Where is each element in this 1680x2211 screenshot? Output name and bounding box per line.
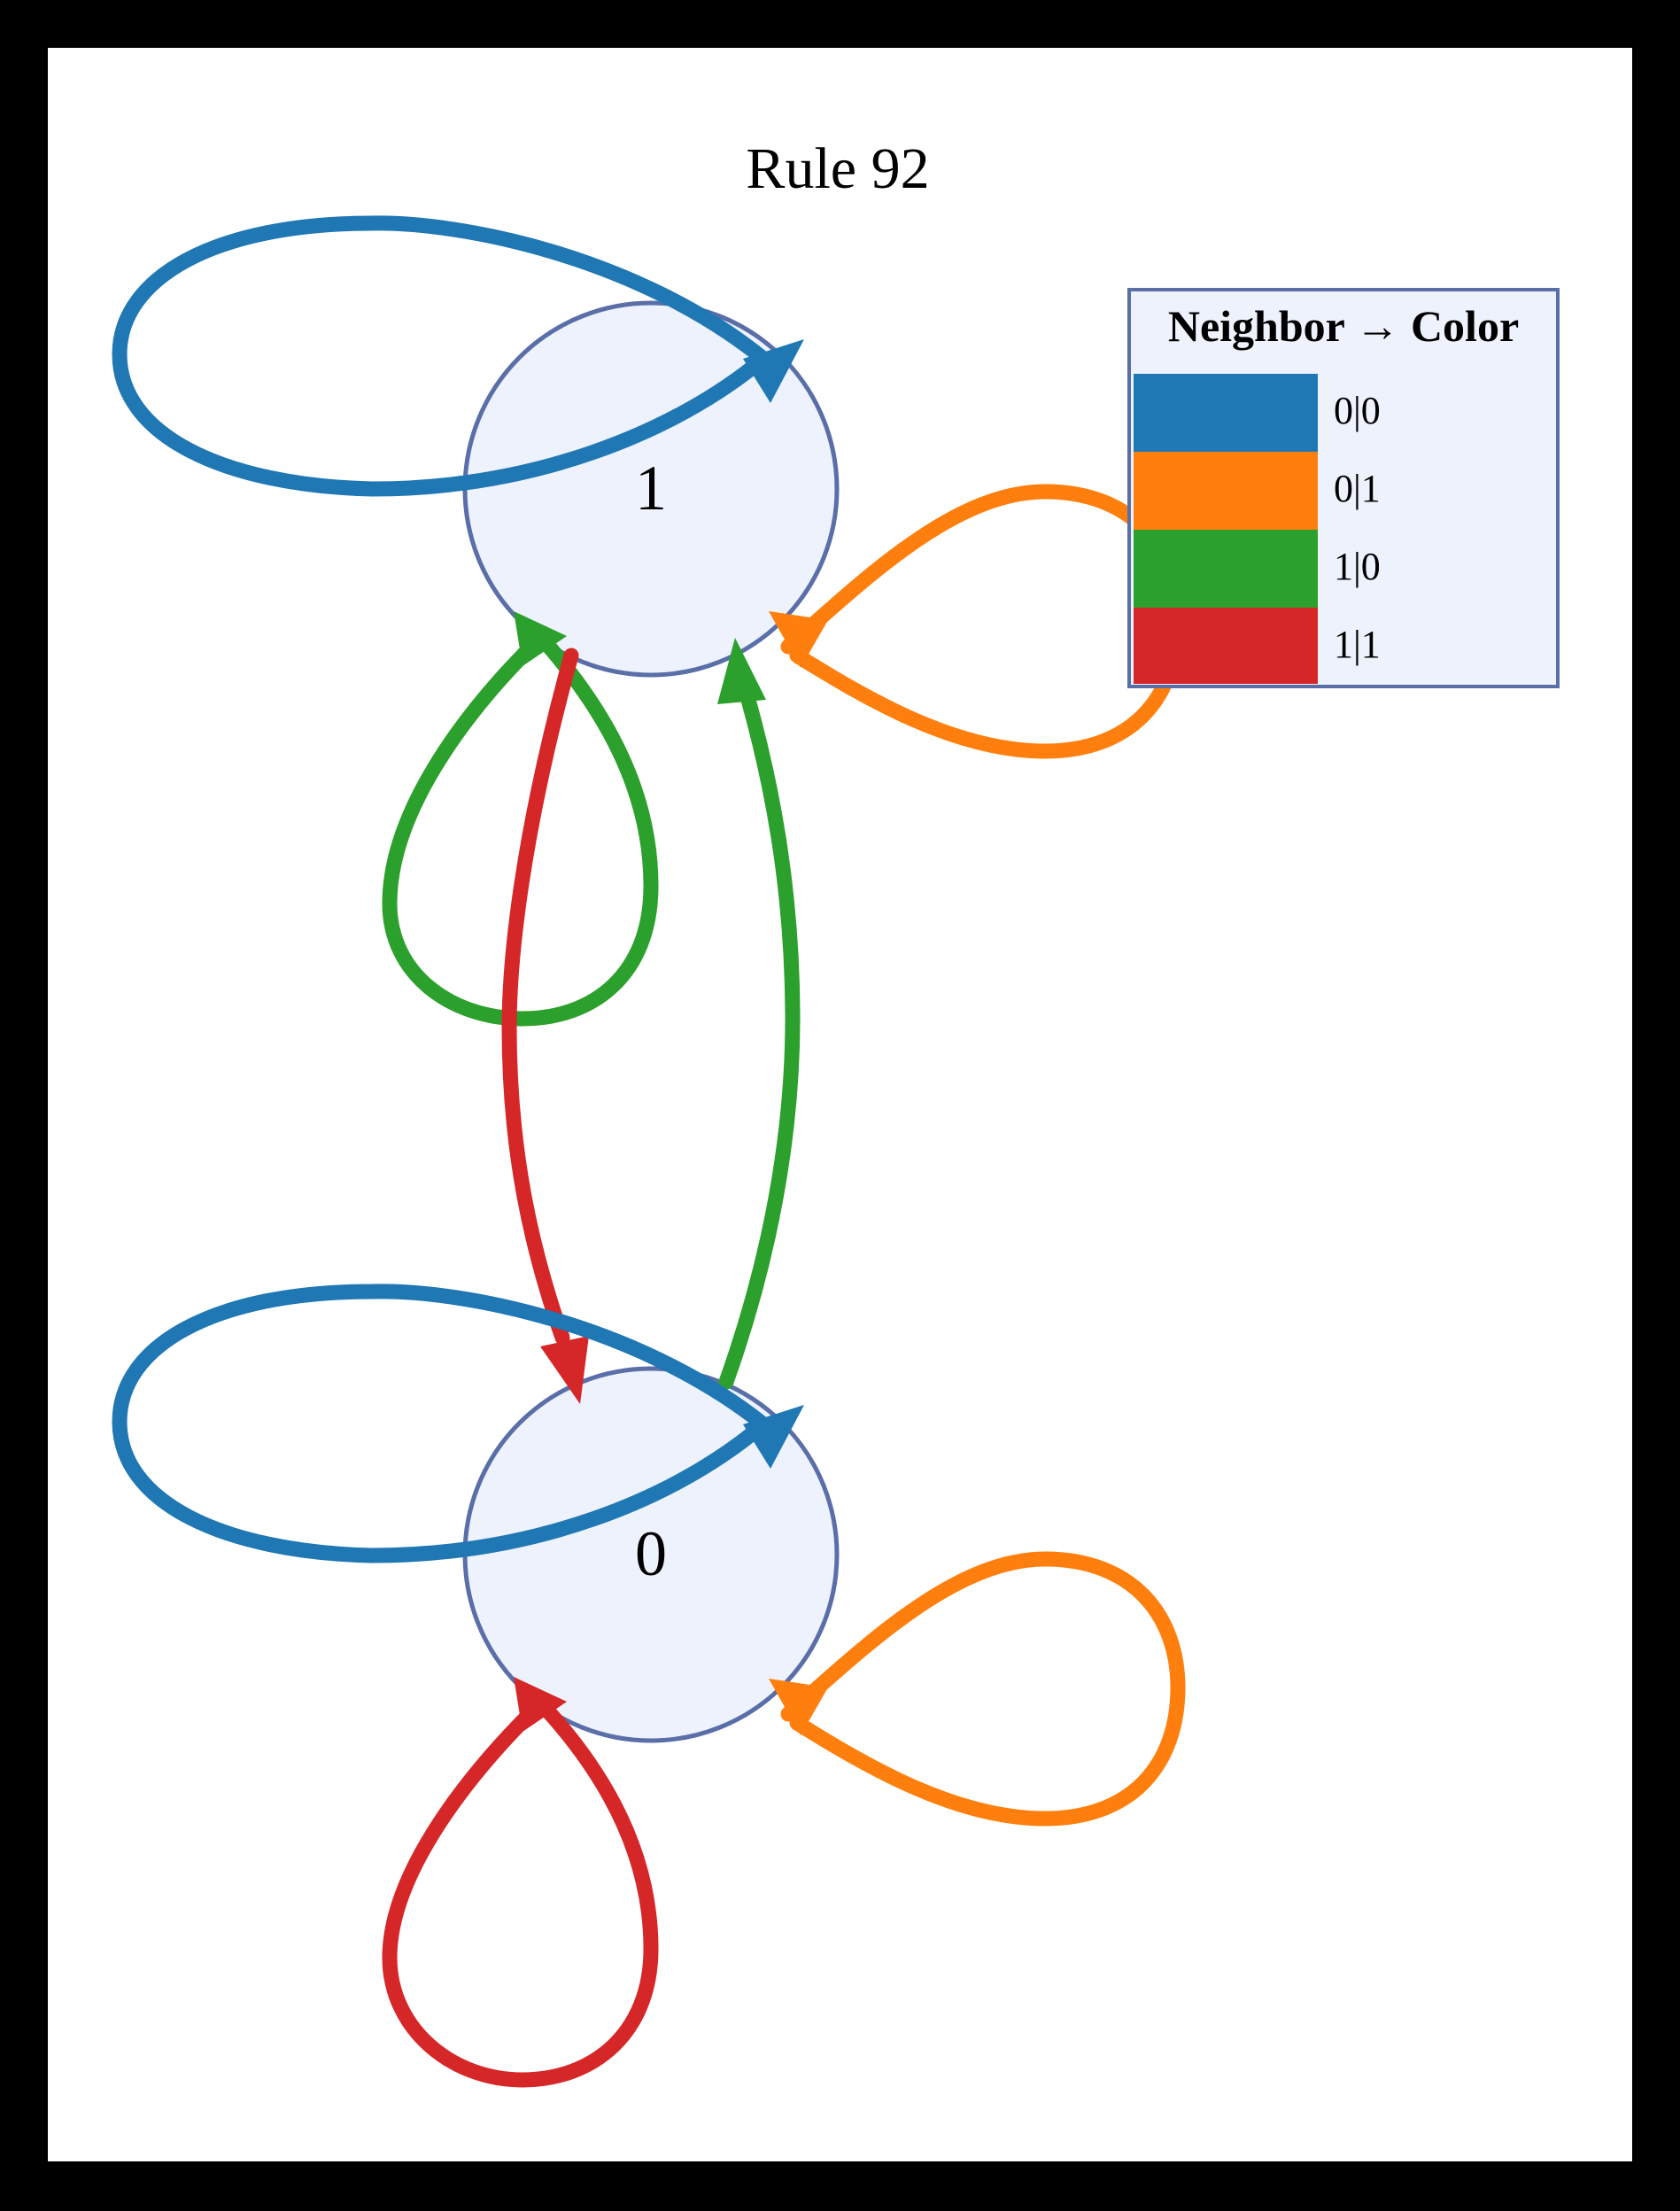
legend-label-1-0: 1|0 — [1334, 545, 1381, 588]
legend-swatch-1-1 — [1134, 608, 1318, 684]
edge-1-to-0-neighbor-1-1 — [501, 648, 589, 1404]
diagram-title: Rule 92 — [746, 136, 929, 201]
legend-swatch-0-0 — [1134, 374, 1318, 452]
edge-1-to-1-neighbor-0-0 — [112, 215, 804, 497]
node-0-label: 0 — [635, 1518, 667, 1589]
edge-1-to-1-neighbor-1-0 — [382, 611, 659, 1027]
legend-title: Neighbor → Color — [1168, 301, 1519, 351]
legend-swatch-0-1 — [1134, 452, 1318, 530]
node-1[interactable]: 1 — [462, 300, 840, 678]
arrowhead — [769, 611, 828, 668]
arrowhead — [514, 611, 567, 666]
arrowhead — [743, 339, 804, 403]
arrowhead — [769, 1679, 828, 1735]
arrowhead — [514, 1677, 567, 1732]
arrowhead — [717, 638, 766, 704]
legend-label-0-0: 0|0 — [1334, 389, 1381, 432]
node-1-label: 1 — [635, 453, 667, 524]
legend-label-0-1: 0|1 — [1334, 467, 1381, 510]
edge-0-to-1-neighbor-1-0 — [717, 638, 801, 1390]
edge-0-to-0-neighbor-0-0 — [112, 1284, 804, 1563]
arrowhead — [743, 1405, 804, 1469]
legend: Neighbor → Color 0|0 0|1 1|0 1|1 — [1127, 288, 1560, 688]
arrowhead — [540, 1336, 589, 1404]
legend-swatch-1-0 — [1134, 530, 1318, 608]
legend-label-1-1: 1|1 — [1334, 623, 1381, 666]
edge-0-to-0-neighbor-1-1 — [382, 1677, 659, 2088]
edge-0-to-0-neighbor-0-1 — [769, 1551, 1186, 1827]
node-0[interactable]: 0 — [462, 1366, 840, 1743]
